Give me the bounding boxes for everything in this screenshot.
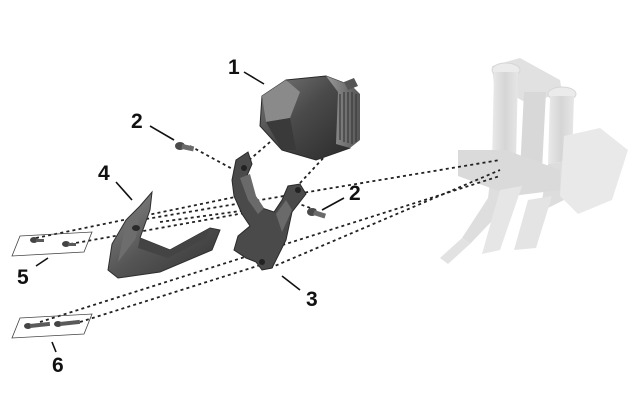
- screw-icon: [62, 241, 76, 247]
- callout-2-right: 2: [349, 182, 361, 205]
- callout-4: 4: [98, 162, 110, 185]
- bolt-icon: [54, 319, 81, 327]
- callout-5: 5: [17, 266, 29, 289]
- bolt-top-left: [175, 142, 195, 152]
- callout-6: 6: [52, 354, 64, 377]
- front-fork-ghost: [440, 58, 628, 264]
- headlight-part: [259, 75, 360, 161]
- screw-icon: [30, 237, 44, 243]
- assembly-guide-lines: [35, 139, 501, 323]
- callout-1: 1: [228, 56, 240, 79]
- callout-numbers: 1 2 2 3 4 5 6: [17, 56, 361, 377]
- callout-3: 3: [306, 288, 318, 311]
- bracket-part: [231, 151, 307, 271]
- bolt-right: [307, 208, 327, 219]
- heat-sink-fins: [326, 76, 360, 148]
- bolt-icon: [24, 321, 51, 329]
- screw-pair-lower: [11, 313, 93, 339]
- lower-cover-part: [107, 190, 221, 279]
- callout-2-top: 2: [131, 110, 143, 133]
- callout-leaders: [35, 71, 345, 353]
- screw-pair-upper: [11, 231, 93, 257]
